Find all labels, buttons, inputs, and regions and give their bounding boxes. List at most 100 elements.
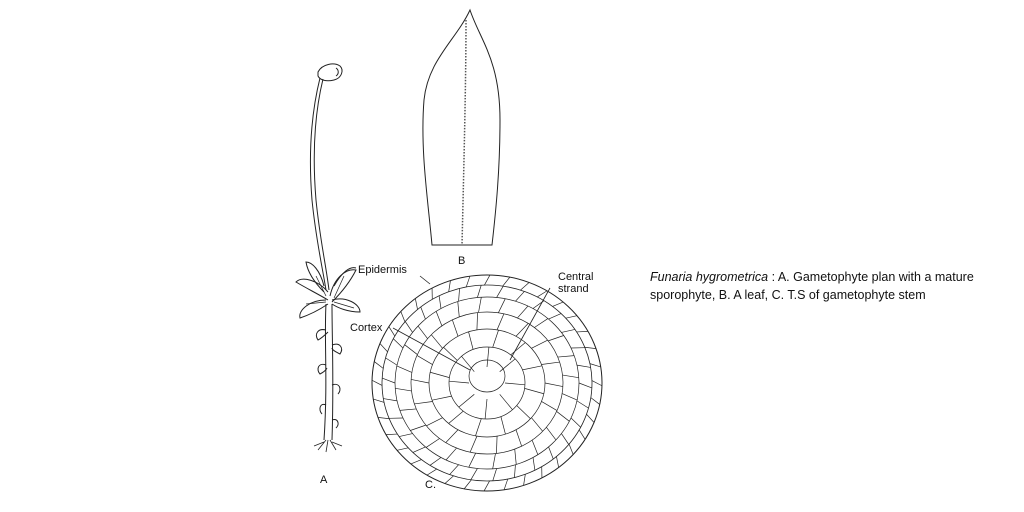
cortex-label: Cortex — [350, 322, 383, 334]
cell-wall — [404, 344, 418, 355]
cell-wall — [534, 318, 549, 328]
cell-wall — [578, 429, 586, 440]
cell-wall — [544, 382, 563, 387]
cell-wall — [396, 447, 409, 451]
cell-wall — [371, 379, 383, 386]
cell-wall — [541, 361, 560, 365]
cell-wall — [548, 446, 554, 460]
cell-wall — [591, 380, 603, 387]
cell-wall — [515, 291, 525, 302]
cell-wall — [461, 356, 475, 372]
cell-wall — [383, 398, 398, 402]
cell-wall — [475, 418, 482, 437]
cell-wall — [565, 315, 578, 319]
cell-wall — [515, 429, 522, 447]
cell-wall — [514, 464, 516, 478]
cell-wall — [410, 424, 426, 431]
cell-wall — [431, 395, 452, 401]
cell-wall — [532, 457, 536, 471]
cell-wall — [457, 301, 460, 317]
cell-wall — [377, 416, 390, 420]
cell-wall — [537, 290, 548, 298]
cell-wall — [469, 436, 478, 453]
cell-wall — [496, 313, 505, 330]
cell-wall — [449, 380, 470, 384]
cell-wall — [492, 468, 497, 481]
cell-wall — [426, 417, 443, 427]
cell-wall — [425, 438, 440, 448]
cell-wall — [552, 301, 564, 307]
cell-wall — [396, 365, 412, 373]
cell-wall — [444, 475, 454, 484]
cell-wall — [498, 298, 506, 313]
cell-wall — [531, 440, 539, 455]
cell-wall — [556, 411, 570, 422]
cell-wall — [417, 325, 428, 339]
figure-label-a: A — [320, 474, 328, 486]
cell-wall — [449, 464, 459, 475]
cell-wall — [382, 377, 396, 384]
cell-wall — [420, 306, 426, 320]
cell-wall — [499, 394, 513, 410]
cell-wall — [524, 388, 544, 395]
cell-wall — [492, 453, 496, 469]
cell-wall — [548, 313, 562, 320]
cell-wall — [395, 387, 412, 392]
cell-wall — [510, 342, 526, 356]
cell-wall — [570, 417, 581, 428]
cell-wall — [429, 457, 442, 466]
cell-wall — [400, 311, 406, 322]
cell-wall — [516, 405, 531, 420]
cell-wall — [414, 401, 433, 405]
cell-wall — [520, 282, 530, 291]
cell-wall — [470, 468, 478, 481]
cell-wall — [435, 311, 443, 326]
cell-wall — [522, 365, 543, 371]
cell-wall — [590, 397, 600, 405]
cell-wall — [484, 274, 491, 286]
species-name: Funaria hygrometrica — [650, 270, 769, 284]
cell-wall — [531, 417, 543, 432]
cell-wall — [445, 447, 457, 461]
cell-wall — [476, 312, 478, 330]
cell-wall — [496, 436, 498, 454]
leaf-drawing — [422, 8, 501, 246]
cell-wall — [393, 338, 404, 349]
cell-wall — [562, 374, 579, 379]
cell-wall — [561, 329, 576, 333]
cell-wall — [452, 319, 459, 337]
figure-label-c: C. — [425, 479, 436, 491]
cell-wall — [541, 401, 558, 411]
cell-wall — [448, 280, 451, 292]
caption-text: : A. Gametophyte plan with a mature spor… — [650, 270, 974, 302]
cell-wall — [465, 276, 471, 288]
cell-wall — [404, 321, 413, 333]
stem-section-drawing — [371, 274, 603, 492]
gametophyte-plant-drawing — [295, 63, 361, 453]
cell-wall — [411, 379, 430, 384]
cell-wall — [517, 305, 529, 319]
cell-wall — [388, 326, 396, 337]
cell-wall — [385, 433, 398, 435]
figure-label-b: B — [458, 255, 466, 267]
cell-wall — [445, 429, 459, 443]
cell-wall — [578, 382, 592, 389]
cell-wall — [492, 329, 499, 348]
cell-wall — [399, 408, 417, 411]
cell-wall — [483, 480, 490, 492]
epidermis-label: Epidermis — [358, 264, 407, 276]
cell-wall — [562, 393, 578, 401]
cell-wall — [556, 456, 559, 468]
cell-wall — [576, 331, 589, 333]
cell-wall — [584, 346, 597, 350]
cell-wall — [458, 288, 460, 302]
cell-wall — [468, 453, 476, 468]
cell-wall — [502, 276, 511, 287]
cell-wall — [468, 331, 474, 350]
cell-wall — [448, 410, 464, 424]
cell-wall — [499, 358, 516, 372]
cell-wall — [415, 298, 418, 310]
cell-wall — [504, 382, 525, 386]
cell-wall — [500, 416, 506, 435]
